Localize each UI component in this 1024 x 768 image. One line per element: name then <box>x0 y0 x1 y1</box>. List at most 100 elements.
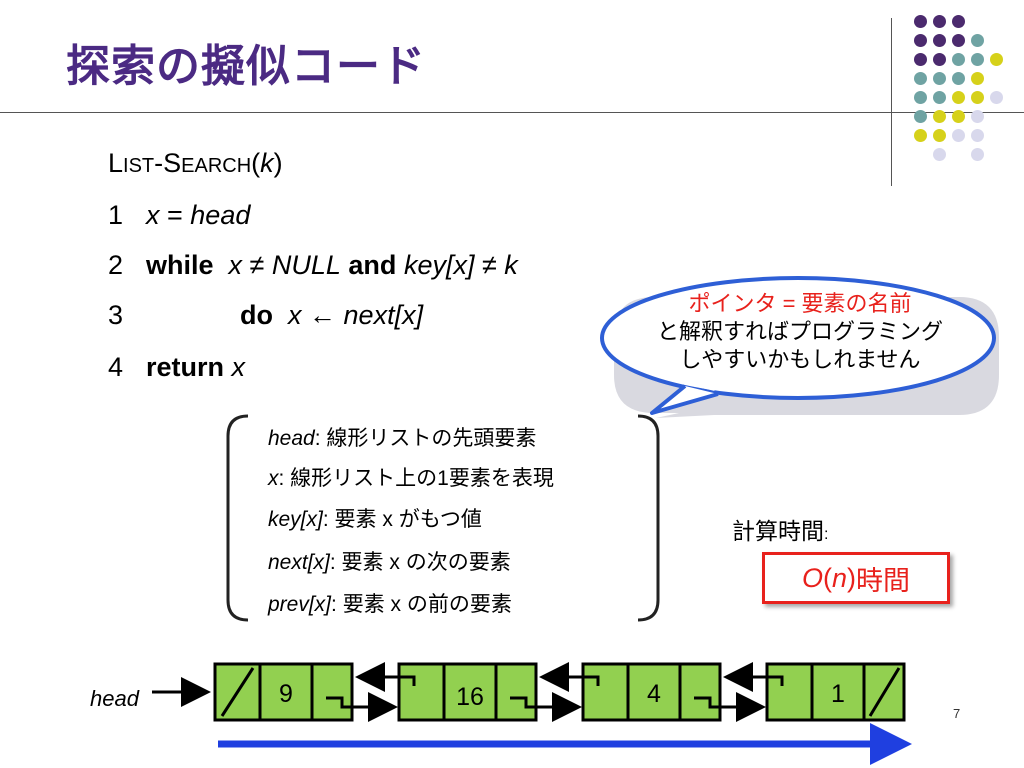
node-value: 16 <box>456 683 484 711</box>
complexity-unit: 時間 <box>856 565 911 596</box>
dot <box>971 34 984 47</box>
legend-next: next[x]: 要素 x の次の要素 <box>268 546 511 576</box>
prev-pointer-arrow <box>355 662 416 692</box>
paren: ) <box>847 562 857 593</box>
paren: ) <box>273 148 283 178</box>
keyword: return <box>146 352 225 382</box>
dot <box>971 72 984 85</box>
dot <box>952 91 965 104</box>
dot <box>933 129 946 142</box>
bubble-line-1: ポインタ = 要素の名前 <box>688 291 912 316</box>
complexity-box: O(n) 時間 <box>762 552 950 604</box>
dot <box>933 72 946 85</box>
prev-pointer-arrow <box>723 662 784 692</box>
page-number: 7 <box>953 706 961 721</box>
list-node: 16 <box>397 662 538 722</box>
code-token: next[x] <box>343 300 424 330</box>
dot <box>971 91 984 104</box>
code-token: k <box>504 250 518 280</box>
legend-desc: : 要素 x の前の要素 <box>331 593 512 616</box>
node-value: 9 <box>279 680 293 708</box>
code-token: key[x] <box>403 250 475 280</box>
legend-desc: : 要素 x がもつ値 <box>322 508 482 531</box>
legend-term: key[x] <box>268 508 323 531</box>
slide-title: 探索の擬似コード <box>66 42 426 91</box>
proc-name-part: IST <box>123 155 155 177</box>
dot <box>990 91 1003 104</box>
dot <box>933 148 946 161</box>
dot <box>914 34 927 47</box>
proc-name-part: -S <box>154 148 182 178</box>
legend-term: head <box>268 427 315 450</box>
null-slash <box>220 667 255 717</box>
dot <box>933 53 946 66</box>
null-slash <box>868 667 901 717</box>
keyword: while <box>146 250 214 280</box>
legend-brackets <box>226 414 660 622</box>
dot <box>933 15 946 28</box>
code-token: NULL <box>271 250 341 280</box>
dot <box>971 129 984 142</box>
dot <box>933 91 946 104</box>
decorative-dot-grid <box>0 0 1024 170</box>
proc-name-part: L <box>108 148 124 178</box>
next-pointer-arrow <box>326 692 398 722</box>
dot <box>952 15 965 28</box>
dot <box>971 53 984 66</box>
vertical-divider <box>891 18 892 186</box>
dot <box>914 91 927 104</box>
list-node: 4 <box>581 662 722 722</box>
legend-x: x: 線形リスト上の1要素を表現 <box>268 462 554 492</box>
code-token: x <box>231 352 246 382</box>
legend-desc: : 線形リスト上の1要素を表現 <box>278 467 554 490</box>
code-token: ≠ <box>242 250 272 280</box>
line-number: 2 <box>108 250 124 280</box>
complexity-label: 計算時間: <box>732 512 828 546</box>
paren: ( <box>251 148 261 178</box>
code-token: head <box>190 200 251 230</box>
dot <box>914 129 927 142</box>
complexity-colon: : <box>824 526 829 543</box>
dot <box>952 110 965 123</box>
dot <box>933 110 946 123</box>
next-pointer-arrow <box>694 692 766 722</box>
legend-term: x <box>268 467 279 490</box>
next-pointer-arrow <box>510 692 582 722</box>
line-number: 3 <box>108 300 124 330</box>
dot <box>914 53 927 66</box>
dot <box>914 110 927 123</box>
proc-arg: k <box>260 148 274 178</box>
bubble-line-2: と解釈すればプログラミング <box>656 319 943 344</box>
line-number: 1 <box>108 200 124 230</box>
dot <box>914 15 927 28</box>
complexity-n: n <box>831 562 848 593</box>
legend-key: key[x]: 要素 x がもつ値 <box>268 503 482 533</box>
code-token: = <box>159 200 191 230</box>
big-o: O <box>801 562 823 593</box>
dot <box>952 34 965 47</box>
legend-term: next[x] <box>268 551 330 574</box>
legend-desc: : 要素 x の次の要素 <box>329 551 511 574</box>
title-underline <box>0 112 1024 113</box>
dot <box>914 72 927 85</box>
node-value: 4 <box>647 680 661 708</box>
code-token: x <box>288 300 302 330</box>
dot <box>952 53 965 66</box>
keyword: do <box>240 300 273 330</box>
code-token: x <box>228 250 243 280</box>
keyword: and <box>348 250 397 280</box>
paren: ( <box>822 562 832 593</box>
bubble-line-3: しやすいかもしれません <box>679 347 921 372</box>
legend-prev: prev[x]: 要素 x の前の要素 <box>268 588 512 618</box>
procedure-header: LIST-SEARCH(k) <box>108 148 283 179</box>
linked-list-diagram: 9 16 4 1 <box>152 662 912 765</box>
proc-name-part: EARCH <box>181 155 252 177</box>
dot <box>990 53 1003 66</box>
dot <box>971 110 984 123</box>
list-node: 9 <box>213 662 354 722</box>
dot <box>971 148 984 161</box>
legend-head: head: 線形リストの先頭要素 <box>268 422 536 452</box>
